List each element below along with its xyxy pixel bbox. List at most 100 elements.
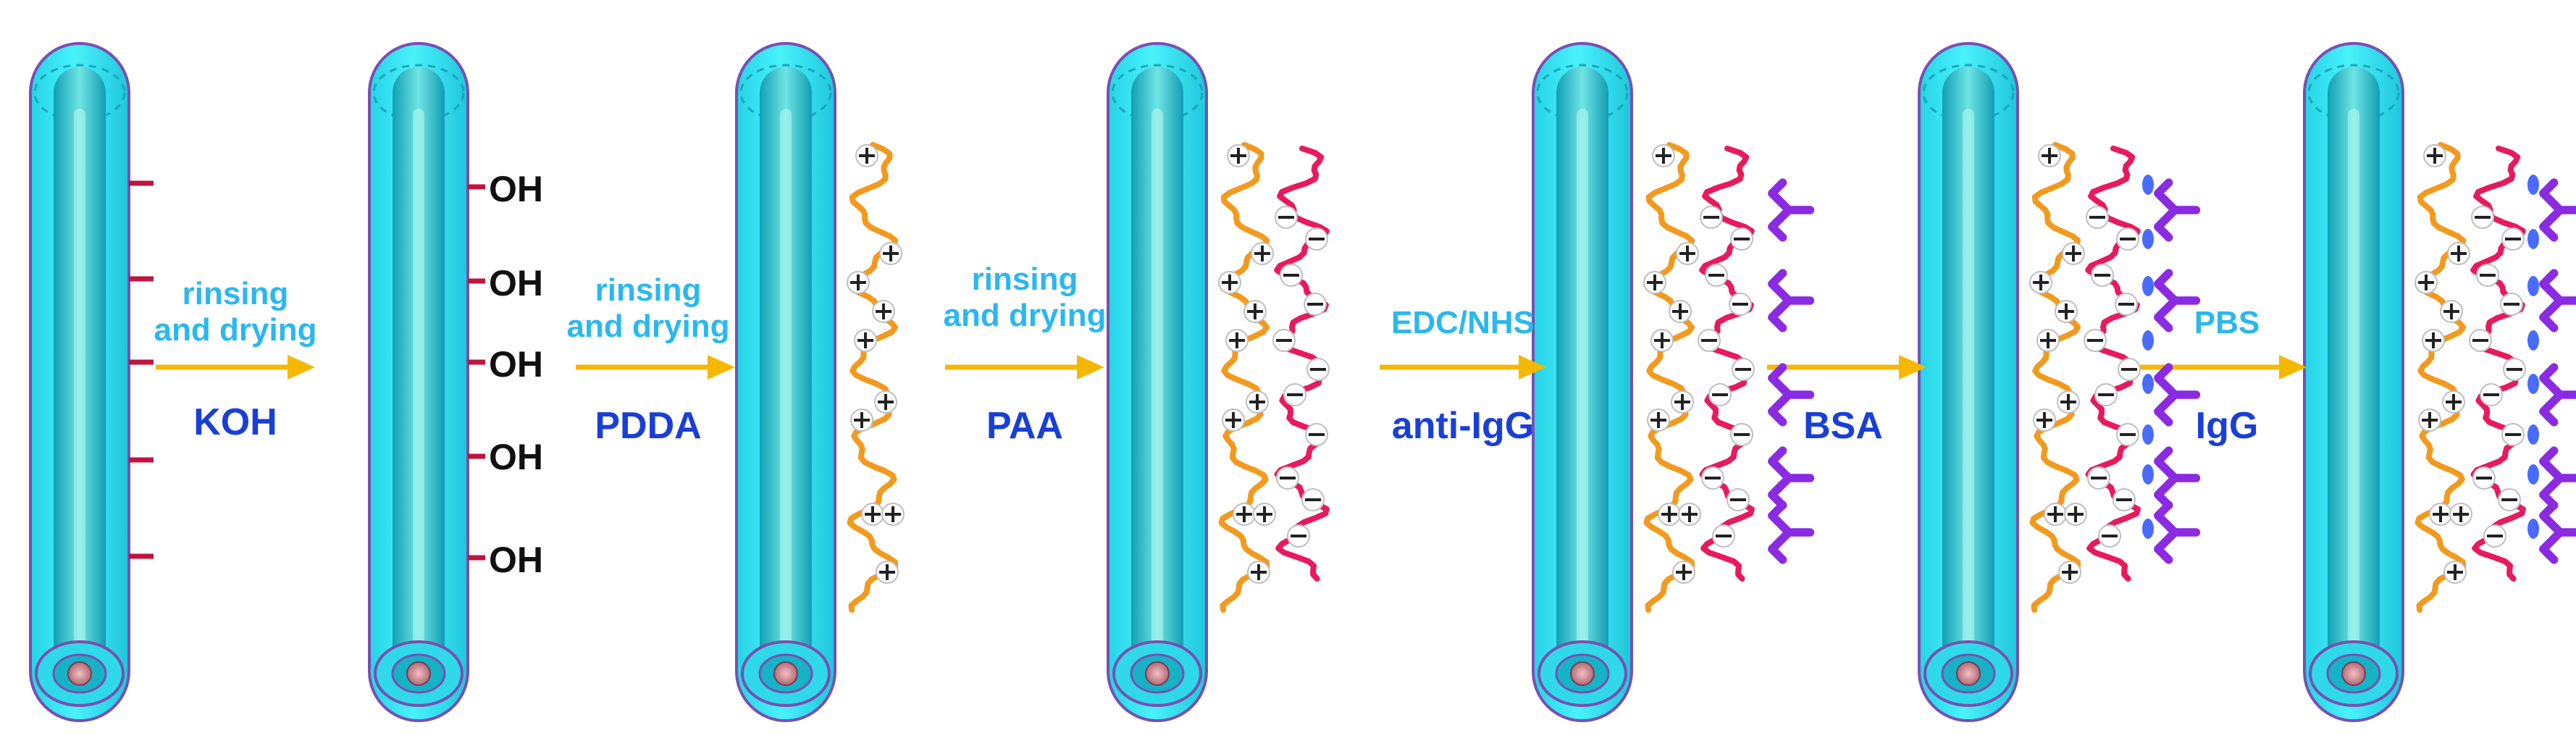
positive-charge [2036, 329, 2060, 352]
hydroxyl-label: OH [489, 540, 543, 580]
step-6-top-line-1: PBS [2194, 305, 2260, 340]
negative-charge [1730, 227, 1753, 251]
negative-charge [1305, 227, 1328, 251]
optical-fiber-icon [735, 42, 836, 722]
step-6-reagent: IgG [2196, 405, 2259, 447]
optical-fiber-icon [29, 42, 130, 722]
step-5-labels: BSA [1803, 405, 1883, 447]
step-1-top-line-2: and drying [154, 312, 317, 348]
negative-charge [1283, 383, 1306, 406]
negative-charge [2500, 293, 2523, 316]
negative-charge [1305, 423, 1328, 446]
negative-charge [1732, 358, 1755, 381]
negative-charge [1730, 423, 1753, 446]
positive-charge [1652, 144, 1675, 167]
positive-charge [2029, 271, 2052, 294]
step-3-top-line-2: and drying [944, 298, 1107, 333]
y-antibody-icon [2158, 183, 2197, 238]
positive-charge [855, 144, 878, 167]
y-antibody-icon [2543, 273, 2576, 328]
step-1-reagent: KOH [193, 401, 277, 443]
positive-charge [2447, 242, 2470, 265]
positive-charge [2044, 503, 2067, 526]
positive-charge [2443, 561, 2467, 584]
y-antibody-icon [2543, 367, 2576, 422]
positive-charge [1676, 242, 1699, 265]
bsa-blob [2527, 276, 2539, 296]
negative-charge [1705, 264, 1728, 287]
positive-charge [879, 242, 902, 265]
negative-charge [1700, 206, 1723, 229]
y-antibody-icon [2158, 367, 2197, 422]
negative-charge [1275, 206, 1298, 229]
positive-charge [1253, 503, 1276, 526]
negative-charge [2086, 206, 2109, 229]
negative-charge [1272, 329, 1296, 352]
positive-charge [2055, 300, 2078, 323]
pdda-chain [2029, 142, 2081, 613]
positive-charge [872, 300, 895, 323]
positive-charge [1647, 409, 1670, 432]
pdda-chain [846, 142, 899, 613]
optical-fiber-icon [368, 42, 469, 722]
positive-charge [2038, 144, 2061, 167]
negative-charge [2483, 524, 2506, 548]
negative-charge [2087, 466, 2110, 490]
y-antibody-icon [1772, 505, 1811, 560]
step-4-top-line-1: EDC/NHS [1391, 305, 1535, 340]
right-arrow-icon [576, 355, 735, 380]
positive-charge [2440, 300, 2463, 323]
step-4-reagent: anti-IgG [1392, 405, 1534, 447]
negative-charge [2471, 206, 2494, 229]
bsa-blob [2142, 374, 2154, 394]
optical-fiber-icon [1918, 42, 2019, 722]
negative-charge [2480, 383, 2503, 406]
bsa-blob [2142, 519, 2154, 539]
positive-charge [876, 561, 899, 584]
positive-charge [2423, 144, 2446, 167]
positive-charge [1243, 300, 1267, 323]
positive-charge [854, 329, 877, 352]
negative-charge [1287, 524, 1310, 548]
negative-charge [1708, 383, 1732, 406]
positive-charge [1678, 503, 1701, 526]
negative-charge [2098, 524, 2121, 548]
positive-charge [2449, 503, 2472, 526]
bsa-blob [2527, 330, 2539, 351]
step-3-labels: rinsing and drying PAA [944, 261, 1107, 447]
positive-charge [1672, 561, 1695, 584]
bsa-blob [2527, 519, 2539, 539]
bsa-blob [2142, 276, 2154, 296]
positive-charge [2057, 390, 2080, 414]
negative-charge [1280, 264, 1303, 287]
surface-layers [129, 142, 2576, 613]
y-antibody-icon [1772, 183, 1811, 238]
negative-charge [1301, 488, 1325, 511]
negative-charge [1276, 466, 1299, 490]
y-antibody-icon [1772, 273, 1811, 328]
negative-charge [2501, 227, 2525, 251]
positive-charge [2415, 271, 2438, 294]
bsa-blob [2527, 464, 2539, 485]
negative-charge [2503, 358, 2526, 381]
positive-charge [1669, 300, 1692, 323]
pdda-chain [1642, 142, 1695, 613]
positive-charge [1218, 271, 1241, 294]
step-1-top-line-1: rinsing [182, 276, 289, 311]
step-2-top-line-2: and drying [567, 309, 730, 344]
optical-fiber-icon [1532, 42, 1633, 722]
optical-fiber-icon [2303, 42, 2404, 722]
step-5-reagent: BSA [1803, 405, 1883, 447]
positive-charge [1658, 503, 1681, 526]
negative-charge [2472, 466, 2496, 490]
positive-charge [2418, 409, 2441, 432]
negative-charge [1712, 524, 1735, 548]
hydroxyl-label: OH [489, 169, 543, 209]
hydroxyl-label: OH [489, 437, 543, 477]
right-arrow-icon [1380, 355, 1546, 380]
bsa-blob [2142, 175, 2154, 195]
positive-charge [881, 503, 905, 526]
bsa-blob [2142, 464, 2154, 485]
y-antibody-icon [2543, 505, 2576, 560]
positive-charge [850, 409, 873, 432]
